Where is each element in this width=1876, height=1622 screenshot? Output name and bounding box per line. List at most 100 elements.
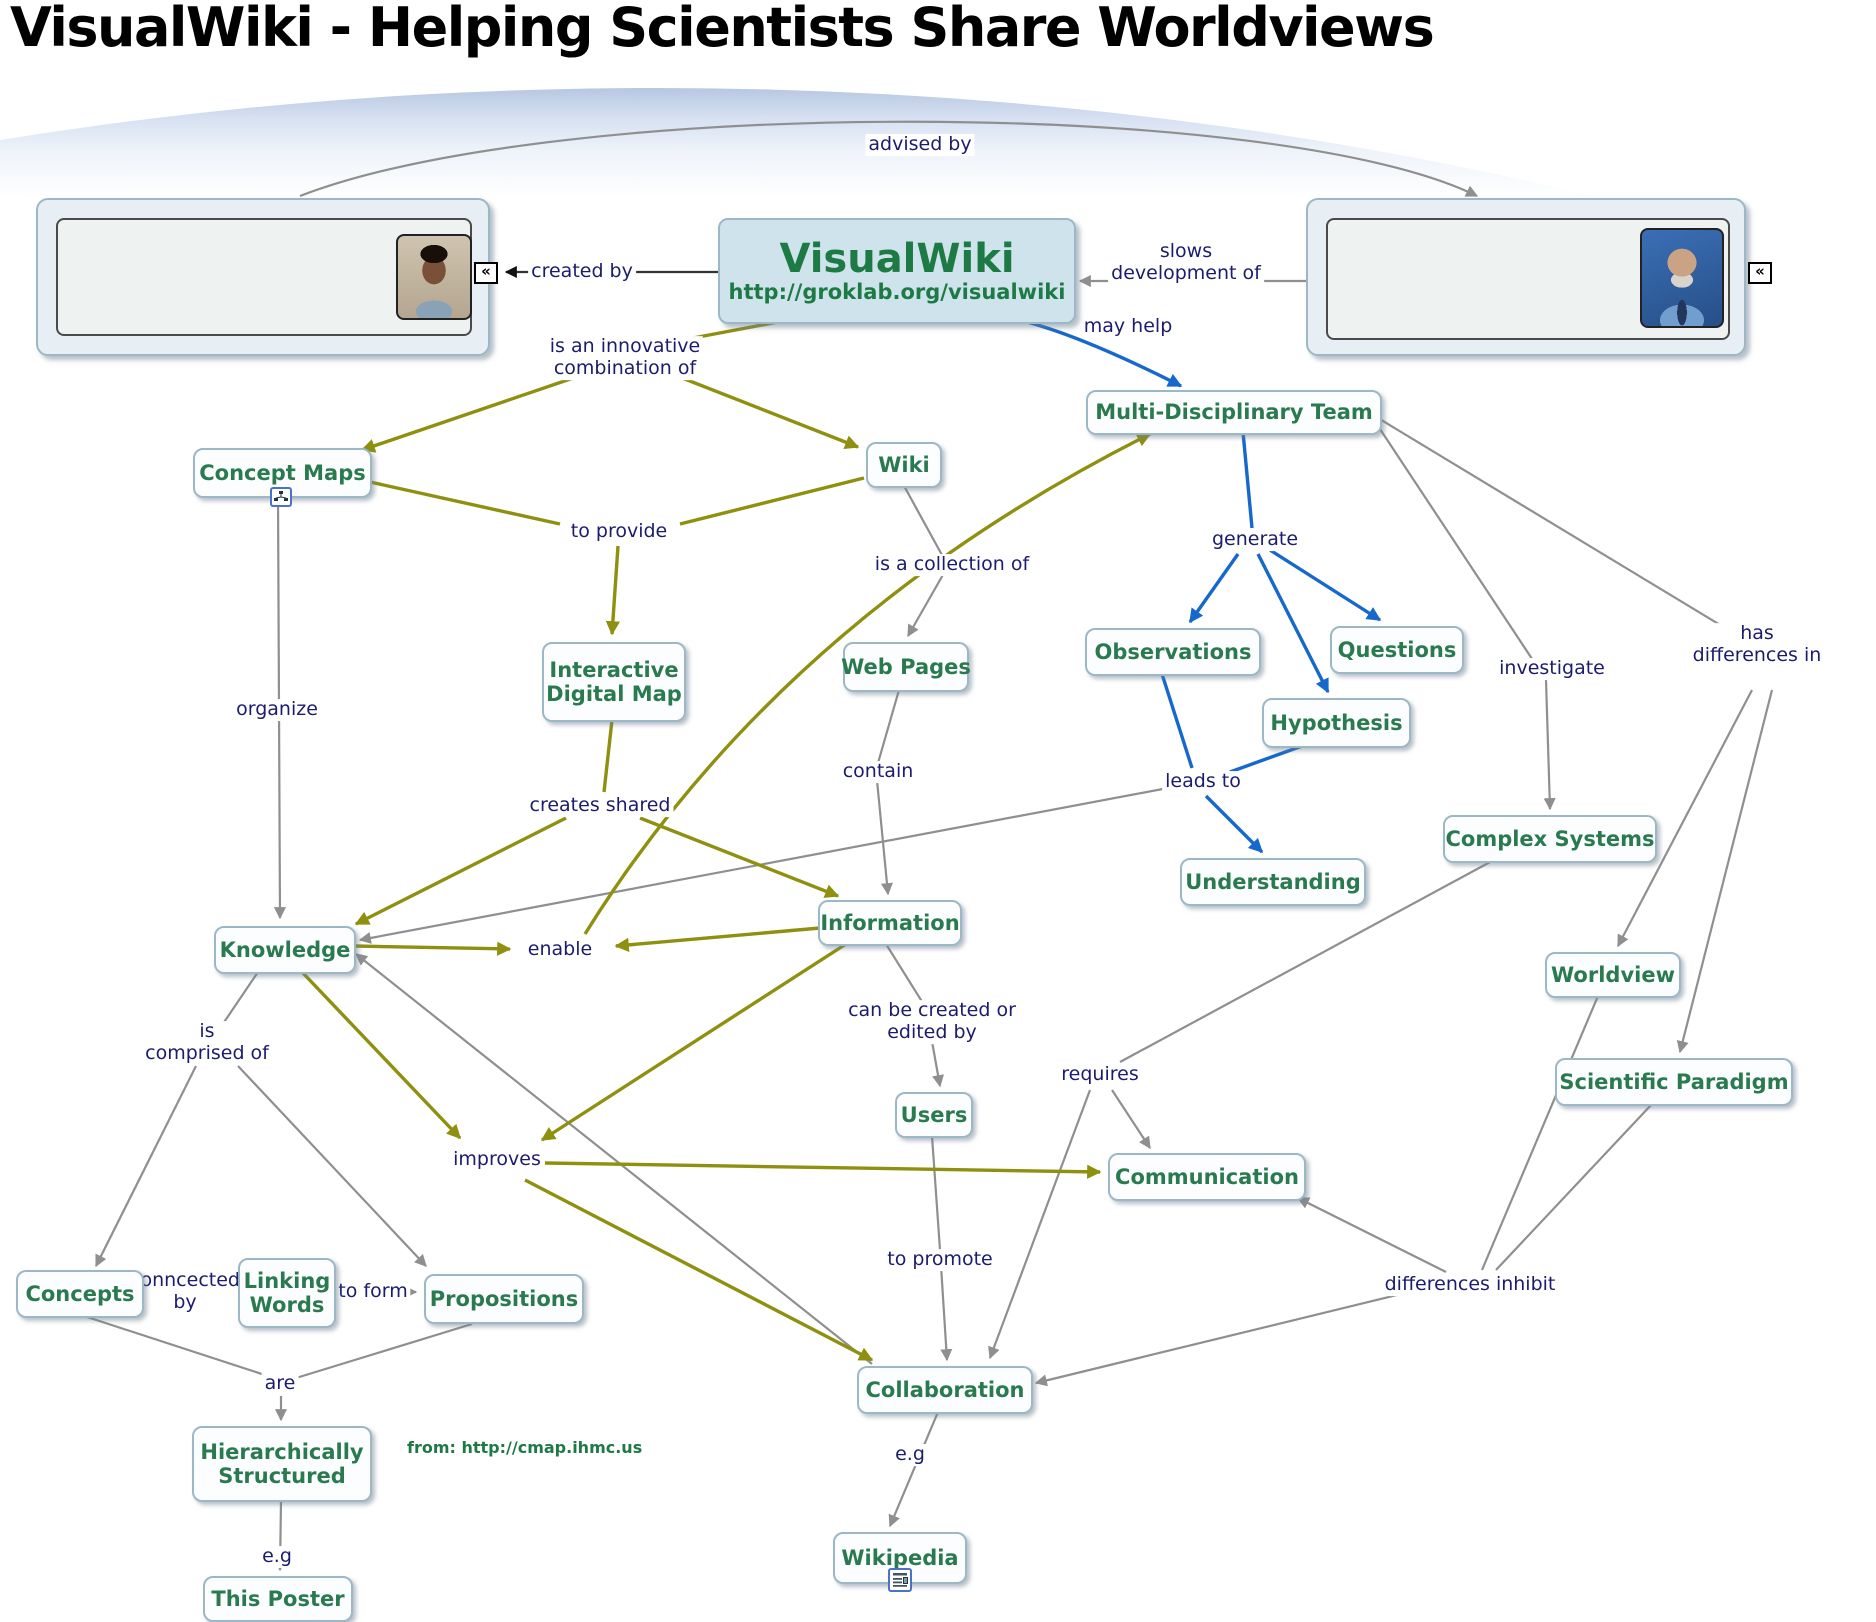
edge-advised-by[interactable] bbox=[299, 120, 1479, 198]
edge-is-comprised-propositions[interactable] bbox=[237, 1065, 427, 1267]
edge-to-provide-from-wiki[interactable] bbox=[679, 476, 865, 526]
node-concept-maps[interactable]: Concept Maps bbox=[193, 448, 372, 498]
link-leads-to[interactable]: leads to bbox=[1162, 770, 1244, 793]
node-interactive-digital-map[interactable]: Interactive Digital Map bbox=[542, 642, 686, 722]
annotation-chevron-icon[interactable]: « bbox=[1748, 262, 1772, 284]
node-concepts[interactable]: Concepts bbox=[16, 1270, 144, 1318]
visualwiki-url[interactable]: http://groklab.org/visualwiki bbox=[728, 280, 1066, 304]
edge-has-differences-scientific-paradigm[interactable] bbox=[1676, 689, 1774, 1054]
edge-differences-inhibit-communication[interactable] bbox=[1296, 1197, 1447, 1273]
edge-improves-communication[interactable] bbox=[544, 1161, 1102, 1179]
link-advised-by[interactable]: advised by bbox=[865, 133, 975, 156]
edge-leads-to-knowledge[interactable] bbox=[358, 786, 1169, 944]
link-slows-development[interactable]: slows development of bbox=[1108, 240, 1264, 285]
node-communication[interactable]: Communication bbox=[1108, 1153, 1306, 1201]
link-investigate[interactable]: investigate bbox=[1496, 657, 1608, 680]
link-to-form[interactable]: to form bbox=[335, 1280, 411, 1303]
node-visualwiki[interactable]: VisualWiki http://groklab.org/visualwiki bbox=[718, 218, 1076, 324]
link-generate[interactable]: generate bbox=[1208, 528, 1302, 551]
node-users[interactable]: Users bbox=[895, 1092, 973, 1138]
node-worldview[interactable]: Worldview bbox=[1545, 952, 1681, 998]
link-to-promote[interactable]: to promote bbox=[884, 1248, 996, 1271]
edge-generate-questions[interactable] bbox=[1269, 548, 1382, 622]
node-wiki[interactable]: Wiki bbox=[866, 442, 942, 488]
edge-requires-collaboration[interactable] bbox=[988, 1089, 1092, 1360]
link-has-differences-in[interactable]: has differences in bbox=[1689, 622, 1825, 667]
edge-requires-communication[interactable] bbox=[1111, 1089, 1151, 1150]
edge-investigate[interactable] bbox=[1377, 425, 1556, 811]
edge-generate-trunk[interactable] bbox=[1241, 431, 1254, 529]
edge-is-comprised-concepts[interactable] bbox=[95, 1065, 197, 1268]
edge-knowledge-enable[interactable] bbox=[353, 941, 512, 956]
node-multi-disciplinary-team[interactable]: Multi-Disciplinary Team bbox=[1086, 390, 1382, 435]
edge-requires-trunk[interactable] bbox=[1119, 860, 1493, 1063]
node-observations[interactable]: Observations bbox=[1085, 628, 1261, 676]
edge-are-from-propositions[interactable] bbox=[295, 1322, 473, 1380]
edge-generate-hypothesis[interactable] bbox=[1256, 553, 1330, 694]
edge-improves-collaboration[interactable] bbox=[524, 1178, 874, 1362]
edge-contain[interactable] bbox=[874, 689, 901, 896]
link-differences-inhibit[interactable]: differences inhibit bbox=[1381, 1273, 1559, 1296]
node-collaboration[interactable]: Collaboration bbox=[857, 1366, 1033, 1414]
edge-eg-wikipedia[interactable] bbox=[888, 1411, 940, 1528]
edge-has-differences-worldview[interactable] bbox=[1617, 689, 1753, 948]
edge-creates-shared-information[interactable] bbox=[639, 816, 840, 898]
visualwiki-title: VisualWiki bbox=[779, 236, 1015, 282]
link-eg-wikipedia[interactable]: e.g bbox=[892, 1443, 928, 1466]
edge-differences-inhibit-from-paradigm[interactable] bbox=[1495, 1103, 1653, 1271]
link-innovative[interactable]: is an innovative combination of bbox=[546, 335, 704, 380]
person-card-geb[interactable]: Geb Thomas, PhD Associate Professor Dept… bbox=[1306, 198, 1746, 356]
node-wikipedia[interactable]: Wikipedia bbox=[833, 1532, 967, 1584]
link-eg-poster[interactable]: e.g bbox=[259, 1545, 295, 1568]
link-can-be-created-by[interactable]: can be created or edited by bbox=[845, 999, 1019, 1044]
wikipedia-resource-icon[interactable] bbox=[888, 1568, 912, 1592]
node-web-pages[interactable]: Web Pages bbox=[841, 642, 971, 692]
node-knowledge[interactable]: Knowledge bbox=[214, 926, 356, 974]
edge-creates-shared-trunk[interactable] bbox=[602, 719, 614, 793]
link-creates-shared[interactable]: creates shared bbox=[526, 794, 674, 817]
edge-differences-inhibit-from-worldview[interactable] bbox=[1480, 995, 1600, 1271]
edge-enable-mdt[interactable] bbox=[583, 432, 1152, 935]
link-is-comprised-of[interactable]: is comprised of bbox=[142, 1020, 272, 1065]
node-understanding[interactable]: Understanding bbox=[1180, 858, 1366, 906]
node-information[interactable]: Information bbox=[818, 900, 962, 946]
node-questions[interactable]: Questions bbox=[1330, 626, 1464, 674]
link-are[interactable]: are bbox=[261, 1372, 299, 1395]
link-organize[interactable]: organize bbox=[233, 698, 321, 721]
node-linking-words[interactable]: Linking Words bbox=[238, 1258, 336, 1328]
edge-differences-inhibit-collaboration[interactable] bbox=[1034, 1285, 1431, 1387]
node-complex-systems[interactable]: Complex Systems bbox=[1443, 815, 1657, 863]
edge-leads-to-understanding[interactable] bbox=[1204, 794, 1264, 854]
link-conncected-by[interactable]: conncected by bbox=[127, 1269, 243, 1314]
edge-information-improves[interactable] bbox=[540, 942, 847, 1142]
edge-hypothesis-leads-to[interactable] bbox=[1229, 744, 1303, 774]
edge-information-enable[interactable] bbox=[614, 926, 821, 952]
link-to-provide[interactable]: to provide bbox=[567, 520, 671, 543]
edge-creates-shared-knowledge[interactable] bbox=[354, 816, 567, 926]
link-created-by[interactable]: created by bbox=[528, 260, 636, 283]
edge-collaboration-knowledge[interactable] bbox=[355, 953, 873, 1365]
edge-innovative-concept-maps[interactable] bbox=[360, 372, 586, 453]
edge-observations-leads-to[interactable] bbox=[1160, 673, 1194, 769]
node-hypothesis[interactable]: Hypothesis bbox=[1262, 698, 1411, 748]
link-improves[interactable]: improves bbox=[450, 1148, 544, 1171]
concept-map-resource-icon[interactable] bbox=[270, 487, 292, 507]
edge-has-differences-trunk[interactable] bbox=[1377, 417, 1746, 641]
node-scientific-paradigm[interactable]: Scientific Paradigm bbox=[1555, 1058, 1793, 1106]
edge-to-provide-idm[interactable] bbox=[605, 545, 620, 636]
link-contain[interactable]: contain bbox=[839, 760, 917, 783]
link-is-a-collection-of[interactable]: is a collection of bbox=[871, 553, 1033, 576]
edge-innovative-wiki[interactable] bbox=[671, 372, 860, 449]
annotation-chevron-icon[interactable]: « bbox=[474, 262, 498, 284]
link-requires[interactable]: requires bbox=[1058, 1063, 1142, 1086]
edge-knowledge-improves[interactable] bbox=[300, 970, 462, 1140]
link-may-help[interactable]: may help bbox=[1080, 315, 1176, 338]
edge-generate-observations[interactable] bbox=[1188, 553, 1240, 624]
node-this-poster[interactable]: This Poster bbox=[203, 1576, 353, 1622]
edge-to-provide-from-cmaps[interactable] bbox=[369, 480, 561, 526]
node-propositions[interactable]: Propositions bbox=[424, 1274, 584, 1324]
node-hierarchically-structured[interactable]: Hierarchically Structured bbox=[192, 1426, 372, 1502]
link-enable[interactable]: enable bbox=[524, 938, 596, 961]
person-card-fitzgerald[interactable]: Fitzgerald Steele PhD Candidate, GROK La… bbox=[36, 198, 490, 356]
edge-are-from-concepts[interactable] bbox=[83, 1314, 269, 1378]
